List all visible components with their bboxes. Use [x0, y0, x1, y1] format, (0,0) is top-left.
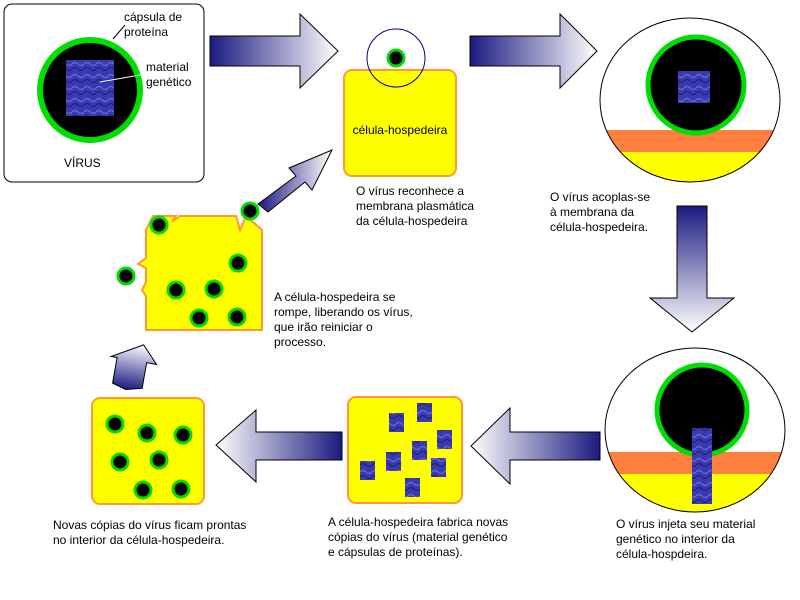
step4-caption: A célula-hospedeira fabrica novas cópias… [328, 515, 509, 559]
virus-legend-box [3, 3, 205, 183]
arrow-step1-to-step2 [469, 12, 598, 90]
arrow-step3-to-step4 [470, 406, 601, 486]
step2-attachment-zoom [599, 17, 781, 183]
arrow-legend-to-step1 [209, 12, 339, 90]
step1-host-cell [343, 28, 457, 177]
step6-caption: A célula-hospedeira se rompe, liberando … [274, 290, 413, 349]
arrow-step4-to-step5 [215, 408, 343, 484]
virus-particle [386, 48, 406, 68]
step5-caption: Novas cópias do vírus ficam prontas no i… [53, 518, 247, 547]
arrow-step2-to-step3 [648, 205, 736, 333]
recognition-highlight-circle [366, 28, 426, 88]
step1-caption: O vírus reconhece a membrana plasmática … [356, 184, 475, 228]
genetic-material-label: material genético [146, 60, 192, 89]
capsule-label: cápsula de proteína [124, 10, 183, 39]
arrow-step6-to-step1 [257, 149, 334, 213]
step3-injection-zoom [604, 347, 786, 513]
virus-title: VÍRUS [64, 156, 101, 170]
step3-caption: O vírus injeta seu material genético no … [616, 517, 756, 561]
step4-replication-cell [347, 396, 463, 504]
virus-genetic-material [66, 60, 114, 116]
step5-assembled-viruses-cell [91, 397, 205, 505]
host-cell-label: célula-hospedeira [352, 123, 448, 137]
arrow-step5-to-step6 [109, 344, 158, 390]
step2-caption: O vírus acoplas-se à membrana da célula-… [550, 190, 651, 234]
step6-ruptured-cell [116, 201, 263, 331]
